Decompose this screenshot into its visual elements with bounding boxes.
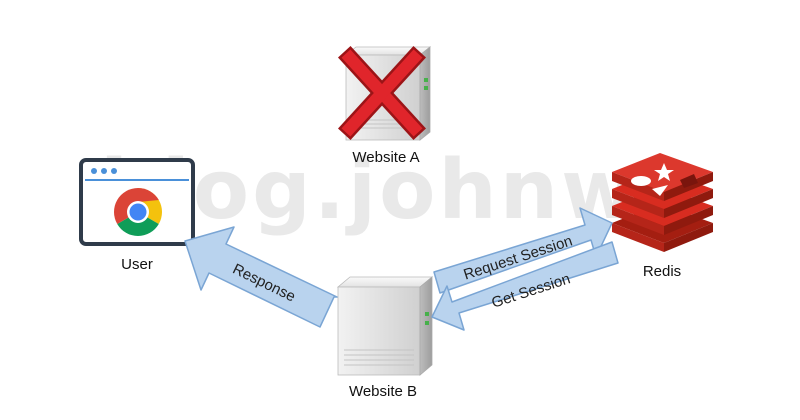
user-label: User — [121, 256, 153, 273]
unavailable-x-icon — [337, 45, 427, 141]
redis-logo-icon — [612, 153, 713, 252]
website-b-label: Website B — [348, 383, 418, 400]
website-b-server-icon — [336, 276, 434, 376]
redis-label: Redis — [642, 263, 682, 280]
response-arrow — [184, 226, 338, 328]
request-session-arrow — [433, 207, 613, 294]
website-a-label: Website A — [352, 149, 420, 166]
get-session-arrow — [431, 241, 619, 331]
chrome-logo-icon — [114, 188, 162, 236]
